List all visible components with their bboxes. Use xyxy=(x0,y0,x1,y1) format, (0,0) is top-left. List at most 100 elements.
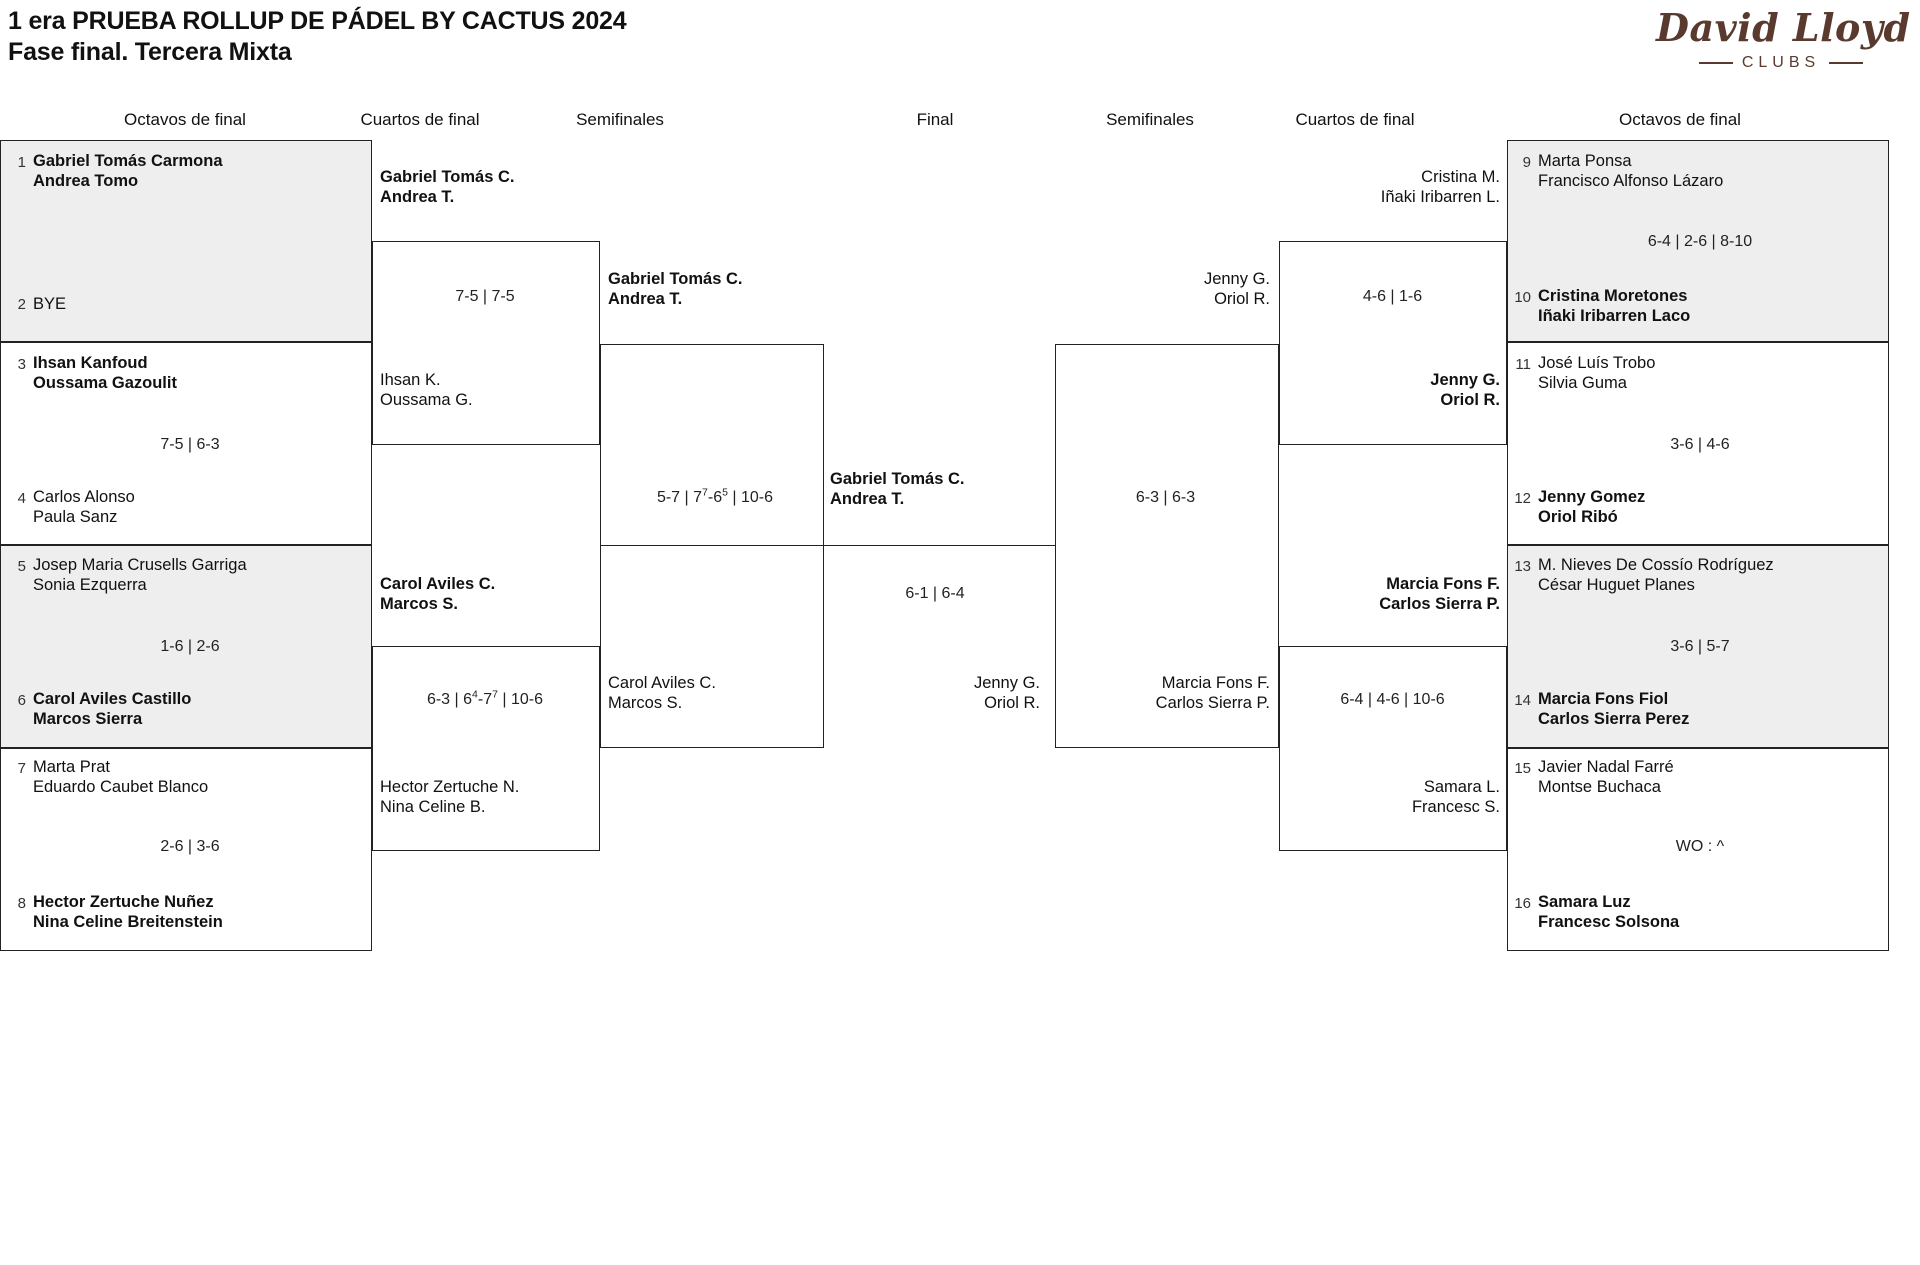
player-names: Gabriel Tomás Carmona Andrea Tomo xyxy=(33,152,223,190)
score-left-sf: 5-7 | 77-65 | 10-6 xyxy=(656,486,774,506)
score-right-r16-1: 6-4 | 2-6 | 8-10 xyxy=(1647,233,1753,250)
seed-number: 3 xyxy=(17,356,26,373)
player-names: Carol Aviles Castillo Marcos Sierra xyxy=(33,690,192,728)
round-header-right-r16: Octavos de final xyxy=(1619,110,1741,129)
logo-rule-right xyxy=(1829,62,1864,64)
seed-number: 12 xyxy=(1514,490,1531,507)
advanced-team-right-sf-bottom: Marcia Fons F. Carlos Sierra P. xyxy=(1155,674,1270,712)
round-header-left-r16: Octavos de final xyxy=(124,110,246,129)
match-box-left-r16-3[interactable] xyxy=(0,545,372,748)
seed-number: 10 xyxy=(1514,289,1531,306)
player-names: Ihsan Kanfoud Oussama Gazoulit xyxy=(33,354,177,392)
entry-slot-2[interactable]: 2 BYE xyxy=(8,294,66,315)
match-box-left-qf-1[interactable] xyxy=(372,241,600,445)
seed-number: 5 xyxy=(17,558,26,575)
match-box-left-r16-1[interactable] xyxy=(0,140,372,342)
match-box-right-qf-1[interactable] xyxy=(1279,241,1507,445)
seed-number: 2 xyxy=(17,296,26,313)
logo-clubs-label: CLUBS xyxy=(1741,54,1821,71)
advanced-team-left-sf-bottom: Carol Aviles C. Marcos S. xyxy=(608,674,716,712)
match-box-right-sf[interactable] xyxy=(1055,344,1279,748)
score-left-qf-1: 7-5 | 7-5 xyxy=(455,288,515,305)
player-names: BYE xyxy=(33,295,67,313)
player-names: Hector Zertuche Nuñez Nina Celine Breite… xyxy=(33,893,223,931)
logo-wordmark: David Lloyd xyxy=(1656,5,1911,50)
entry-slot-9[interactable]: 9 Marta Ponsa Francisco Alfonso Lázaro xyxy=(1513,152,1724,191)
entry-slot-11[interactable]: 11 José Luís Trobo Silvia Guma xyxy=(1513,354,1655,393)
seed-number: 13 xyxy=(1514,558,1531,575)
player-names: Carlos Alonso Paula Sanz xyxy=(33,488,135,526)
score-right-qf-1: 4-6 | 1-6 xyxy=(1362,288,1423,305)
connector-final-left xyxy=(600,545,824,546)
logo-subtitle-row: CLUBS xyxy=(1656,54,1906,72)
advanced-team-right-qf-3: Marcia Fons F. Carlos Sierra P. xyxy=(1379,575,1500,613)
entry-slot-7[interactable]: 7 Marta Prat Eduardo Caubet Blanco xyxy=(8,758,209,797)
entry-slot-4[interactable]: 4 Carlos Alonso Paula Sanz xyxy=(8,488,135,527)
seed-number: 6 xyxy=(17,692,26,709)
page-title: 1 era PRUEBA ROLLUP DE PÁDEL BY CACTUS 2… xyxy=(8,6,627,68)
advanced-team-left-qf-bottom1: Ihsan K. Oussama G. xyxy=(380,371,473,409)
player-names: Samara Luz Francesc Solsona xyxy=(1538,893,1680,931)
score-final: 6-1 | 6-4 xyxy=(905,585,965,602)
seed-number: 11 xyxy=(1515,356,1531,373)
advanced-team-right-qf-2: Jenny G. Oriol R. xyxy=(1430,371,1500,409)
match-box-left-r16-2[interactable] xyxy=(0,342,372,545)
title-line-1: 1 era PRUEBA ROLLUP DE PÁDEL BY CACTUS 2… xyxy=(8,7,627,35)
player-names: Marcia Fons Fiol Carlos Sierra Perez xyxy=(1538,690,1690,728)
score-right-r16-2: 3-6 | 4-6 xyxy=(1670,436,1730,453)
advanced-team-left-qf-bottom2: Hector Zertuche N. Nina Celine B. xyxy=(380,778,520,816)
match-box-left-sf[interactable] xyxy=(600,344,824,748)
entry-slot-16[interactable]: 16 Samara Luz Francesc Solsona xyxy=(1509,893,1679,932)
score-right-r16-3: 3-6 | 5-7 xyxy=(1670,638,1730,655)
score-left-r16-4: 2-6 | 3-6 xyxy=(160,838,220,855)
player-names: M. Nieves De Cossío Rodríguez César Hugu… xyxy=(1538,556,1774,594)
player-names: Jenny Gomez Oriol Ribó xyxy=(1538,488,1646,526)
score-right-sf: 6-3 | 6-3 xyxy=(1135,489,1196,506)
connector-final-center xyxy=(824,545,1055,546)
player-names: Javier Nadal Farré Montse Buchaca xyxy=(1538,758,1674,796)
entry-slot-12[interactable]: 12 Jenny Gomez Oriol Ribó xyxy=(1509,488,1645,527)
seed-number: 4 xyxy=(17,490,26,507)
score-left-qf-2: 6-3 | 64-77 | 10-6 xyxy=(426,688,544,708)
seed-number: 8 xyxy=(17,895,26,912)
entry-slot-3[interactable]: 3 Ihsan Kanfoud Oussama Gazoulit xyxy=(8,354,177,393)
match-box-right-r16-1[interactable] xyxy=(1507,140,1889,342)
match-box-left-qf-2[interactable] xyxy=(372,646,600,851)
advanced-team-left-sf-top: Gabriel Tomás C. Andrea T. xyxy=(608,270,743,308)
advanced-team-right-sf-top: Jenny G. Oriol R. xyxy=(1203,270,1270,308)
entry-slot-6[interactable]: 6 Carol Aviles Castillo Marcos Sierra xyxy=(8,690,192,729)
score-left-r16-2: 7-5 | 6-3 xyxy=(160,436,220,453)
round-header-right-sf: Semifinales xyxy=(1106,110,1194,129)
match-box-right-r16-4[interactable] xyxy=(1507,748,1889,951)
score-right-qf-2: 6-4 | 4-6 | 10-6 xyxy=(1340,691,1445,708)
score-left-r16-3: 1-6 | 2-6 xyxy=(160,638,220,655)
entry-slot-10[interactable]: 10 Cristina Moretones Iñaki Iribarren La… xyxy=(1509,287,1690,326)
entry-slot-5[interactable]: 5 Josep Maria Crusells Garriga Sonia Ezq… xyxy=(8,556,247,595)
david-lloyd-logo: David Lloyd CLUBS xyxy=(1656,5,1911,72)
entry-slot-14[interactable]: 14 Marcia Fons Fiol Carlos Sierra Perez xyxy=(1509,690,1689,729)
seed-number: 16 xyxy=(1514,895,1531,912)
seed-number: 7 xyxy=(17,760,26,777)
player-names: Josep Maria Crusells Garriga Sonia Ezque… xyxy=(33,556,247,594)
title-line-2: Fase final. Tercera Mixta xyxy=(8,38,292,66)
player-names: Cristina Moretones Iñaki Iribarren Laco xyxy=(1538,287,1691,325)
advanced-team-left-qf-top: Gabriel Tomás C. Andrea T. xyxy=(380,168,515,206)
entry-slot-15[interactable]: 15 Javier Nadal Farré Montse Buchaca xyxy=(1509,758,1674,797)
match-box-right-r16-3[interactable] xyxy=(1507,545,1889,748)
advanced-team-right-qf-4: Samara L. Francesc S. xyxy=(1411,778,1500,816)
round-header-left-sf: Semifinales xyxy=(576,110,664,129)
match-box-right-qf-2[interactable] xyxy=(1279,646,1507,851)
entry-slot-13[interactable]: 13 M. Nieves De Cossío Rodríguez César H… xyxy=(1509,556,1774,595)
seed-number: 15 xyxy=(1514,760,1531,777)
round-header-left-qf: Cuartos de final xyxy=(360,110,480,129)
entry-slot-8[interactable]: 8 Hector Zertuche Nuñez Nina Celine Brei… xyxy=(8,893,223,932)
match-box-right-r16-2[interactable] xyxy=(1507,342,1889,545)
seed-number: 9 xyxy=(1522,154,1531,171)
round-header-final: Final xyxy=(916,110,954,129)
round-header-right-qf: Cuartos de final xyxy=(1295,110,1415,129)
final-team-right: Jenny G. Oriol R. xyxy=(973,674,1040,712)
match-box-left-r16-4[interactable] xyxy=(0,748,372,951)
entry-slot-1[interactable]: 1 Gabriel Tomás Carmona Andrea Tomo xyxy=(8,152,223,191)
player-names: Marta Ponsa Francisco Alfonso Lázaro xyxy=(1538,152,1724,190)
player-names: Marta Prat Eduardo Caubet Blanco xyxy=(33,758,209,796)
